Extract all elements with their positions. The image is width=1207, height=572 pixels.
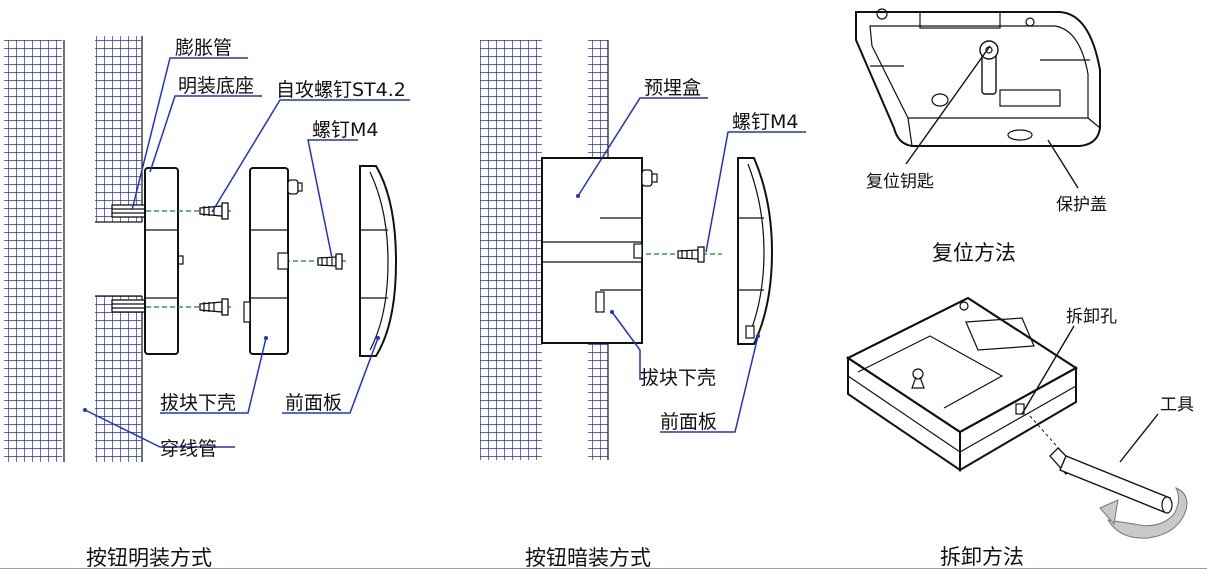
embedded-box <box>541 157 658 344</box>
label-conduit: 穿线管 <box>160 438 217 460</box>
rotate-arrow-icon <box>1099 487 1188 539</box>
flush-mount-diagram: 预埋盒 螺钉M4 拔块下壳 前面板 按钮暗装方式 <box>480 40 806 570</box>
wall-left <box>4 40 62 462</box>
device-underside <box>855 8 1101 147</box>
label-removal-hole: 拆卸孔 <box>1066 307 1117 327</box>
caption-reset-method: 复位方法 <box>932 241 1016 265</box>
label-front-panel: 前面板 <box>285 392 342 414</box>
screw-m4 <box>317 253 343 270</box>
screw-m4-flush <box>677 246 705 263</box>
label-self-tapping-screw: 自攻螺钉ST4.2 <box>276 79 406 101</box>
caption-surface-mount: 按钮明装方式 <box>86 546 212 570</box>
label-reset-key: 复位钥匙 <box>866 172 934 192</box>
reset-key-icon <box>979 40 999 95</box>
label-expansion-tube: 膨胀管 <box>175 37 232 59</box>
front-panel <box>359 165 398 357</box>
tool-icon <box>1029 415 1173 514</box>
label-plug-lower-shell: 拔块下壳 <box>160 392 236 414</box>
label-front-panel-flush: 前面板 <box>660 411 717 433</box>
wall-flush <box>480 40 542 460</box>
surface-base <box>144 167 179 355</box>
expansion-tube <box>111 204 147 218</box>
front-panel-flush <box>737 157 774 345</box>
wall-right-upper <box>95 36 141 222</box>
label-protective-cover: 保护盖 <box>1056 195 1107 215</box>
label-screw-m4: 螺钉M4 <box>312 119 378 141</box>
bottom-border <box>0 568 1207 569</box>
caption-removal-method: 拆卸方法 <box>940 545 1024 569</box>
wall-right-lower <box>95 296 141 462</box>
caption-flush-mount: 按钮暗装方式 <box>525 546 651 570</box>
label-surface-base: 明装底座 <box>178 75 254 97</box>
self-tapping-screw <box>199 202 229 220</box>
label-tool: 工具 <box>1160 395 1194 415</box>
reset-diagram: 复位钥匙 保护盖 复位方法 <box>855 8 1107 265</box>
removal-diagram: 拆卸孔 工具 拆卸方法 <box>846 296 1194 569</box>
label-plug-lower-shell-flush: 拔块下壳 <box>640 367 716 389</box>
surface-mount-diagram: 膨胀管 明装底座 自攻螺钉ST4.2 螺钉M4 拔块下壳 前面板 穿线管 按钮明… <box>4 36 410 570</box>
device-top <box>846 296 1078 472</box>
label-screw-m4-flush: 螺钉M4 <box>732 111 798 133</box>
label-embedded-box: 预埋盒 <box>644 77 701 99</box>
